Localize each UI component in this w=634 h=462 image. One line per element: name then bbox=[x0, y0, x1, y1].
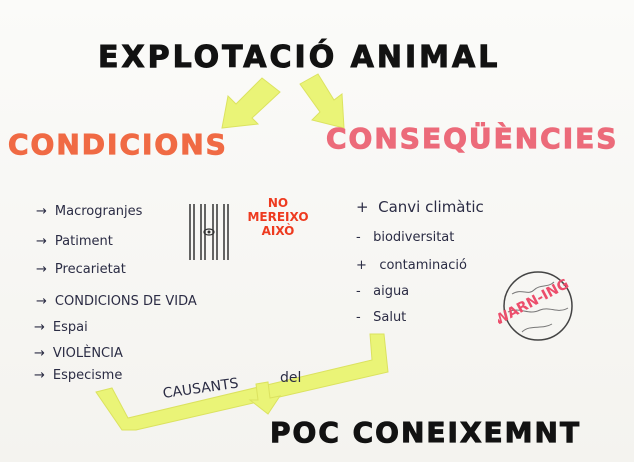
condition-item: →VIOLÈNCIA bbox=[34, 346, 123, 361]
arrow-icon: → bbox=[34, 368, 45, 383]
condition-item: →Patiment bbox=[36, 234, 113, 249]
bottom-heading: POC CONEIXEMNT bbox=[269, 416, 582, 450]
eye-icon bbox=[203, 228, 215, 236]
arrow-icon: → bbox=[36, 234, 47, 249]
consequence-item: + contaminació bbox=[356, 258, 467, 273]
cage-icon bbox=[189, 204, 229, 260]
arrow-icon: → bbox=[36, 294, 47, 309]
condition-item: →Especisme bbox=[34, 368, 123, 383]
condition-item: →Macrogranjes bbox=[36, 204, 143, 219]
warning-stamp: WARN-ING bbox=[498, 276, 572, 329]
consequence-item: - aigua bbox=[356, 284, 410, 299]
condicions-heading: CONDICIONS bbox=[8, 128, 228, 162]
consequence-item: - biodiversitat bbox=[356, 230, 455, 245]
condition-item: →Espai bbox=[34, 320, 88, 335]
arrow-to-consequencies bbox=[299, 73, 345, 129]
condition-item: →CONDICIONS DE VIDA bbox=[36, 294, 197, 309]
arrow-icon: → bbox=[34, 346, 45, 361]
condition-item: →Precarietat bbox=[36, 262, 126, 277]
consequence-item: - Salut bbox=[356, 310, 407, 325]
arrow-icon: → bbox=[36, 204, 47, 219]
warning-globe-icon: WARN-ING bbox=[498, 271, 573, 341]
connector-line bbox=[95, 333, 389, 431]
arrow-to-condicions bbox=[221, 77, 281, 129]
del-label: del bbox=[280, 370, 302, 386]
page-title: EXPLOTACIÓ ANIMAL bbox=[97, 40, 501, 76]
arrow-icon: → bbox=[36, 262, 47, 277]
arrow-icon: → bbox=[34, 320, 45, 335]
consequencies-heading: CONSEQÜÈNCIES bbox=[325, 122, 619, 156]
cage-note: NO MEREIXO AIXÒ bbox=[247, 196, 309, 238]
arrow-to-bottom bbox=[248, 381, 282, 415]
consequence-item: + Canvi climàtic bbox=[356, 198, 484, 216]
